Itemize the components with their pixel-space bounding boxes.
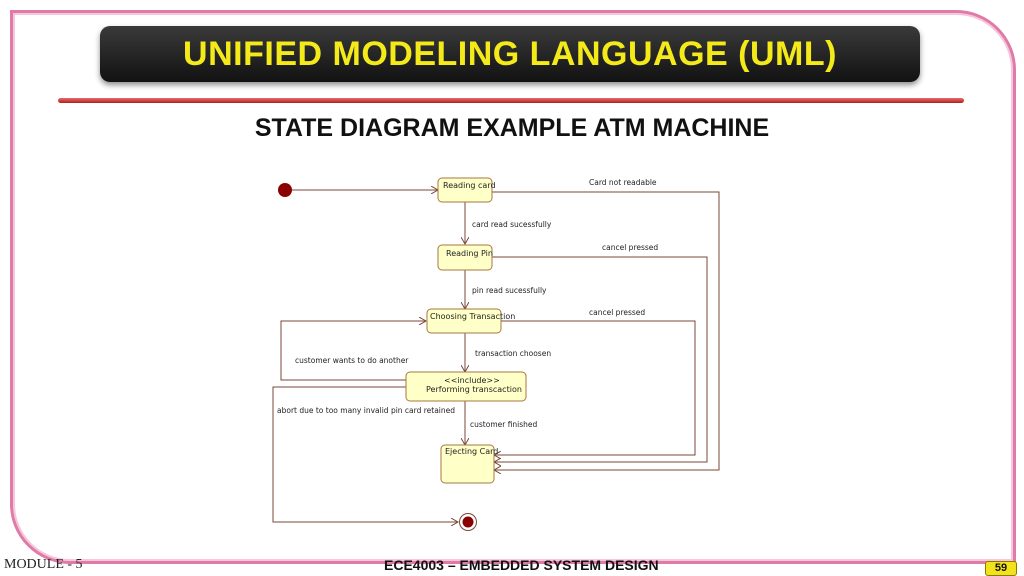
label-abort: abort due to too many invalid pin card r… [277,406,455,415]
label-card-not-readable: Card not readable [589,178,657,187]
title-underline [58,98,964,103]
label-cancel-pressed-1: cancel pressed [602,243,658,252]
edge-abort [272,386,458,522]
state-reading-pin-label: Reading Pin [446,249,493,258]
label-pin-read: pin read sucessfully [472,286,547,295]
label-cancel-pressed-2: cancel pressed [589,308,645,317]
slide-title: UNIFIED MODELING LANGUAGE (UML) [183,34,837,73]
state-reading-pin [437,244,493,271]
footer-module: MODULE - 5 [4,557,83,572]
state-performing-transaction-label: Performing transcaction [426,385,522,394]
footer-course: ECE4003 – EMBEDDED SYSTEM DESIGN [384,557,659,573]
state-performing-transaction [405,371,527,402]
edge-card-not-readable [492,191,720,470]
state-choosing-transaction [426,308,502,334]
state-ejecting-card-label: Ejecting Card [445,447,498,456]
state-performing-stereotype: <<include>> [444,376,500,385]
slide-frame [10,10,1016,564]
edge-customer-wants-another [280,321,426,381]
label-customer-wants-another: customer wants to do another [295,356,409,365]
label-transaction-chosen: transaction choosen [475,349,551,358]
state-reading-card [437,177,493,203]
final-state-dot [462,516,474,528]
initial-state [278,183,292,197]
state-choosing-transaction-label: Choosing Transaction [430,312,515,321]
title-bar: UNIFIED MODELING LANGUAGE (UML) [100,26,920,82]
slide-subtitle: STATE DIAGRAM EXAMPLE ATM MACHINE [254,114,770,142]
state-reading-card-label: Reading card [443,181,496,190]
state-ejecting-card [440,444,495,484]
page-number-badge: 59 [985,561,1017,576]
label-customer-finished: customer finished [470,420,538,429]
edge-cancel-pin [492,256,708,462]
edge-cancel-transaction [494,320,696,455]
label-card-read: card read sucessfully [472,220,552,229]
